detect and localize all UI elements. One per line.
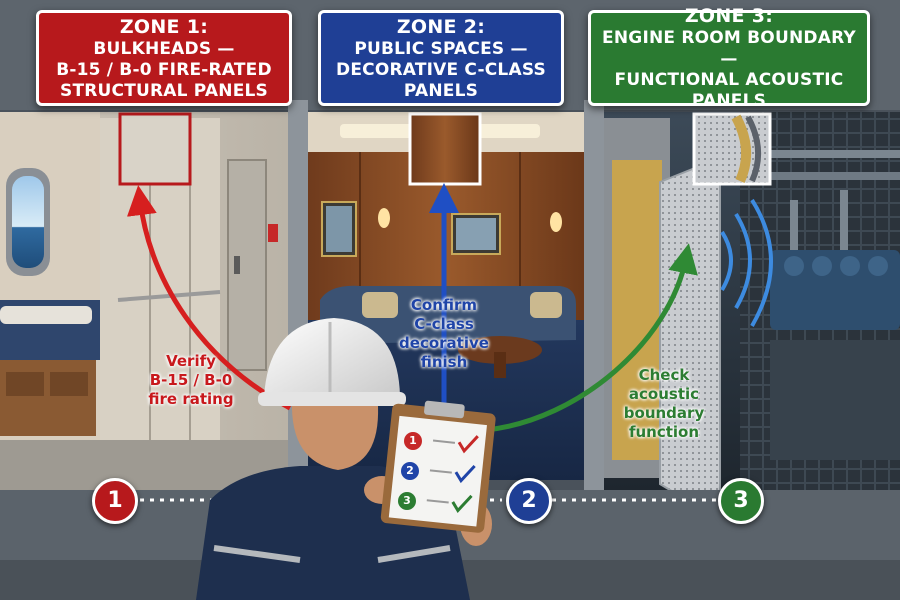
zone1-title: ZONE 1: <box>119 15 209 38</box>
clipboard <box>380 400 496 533</box>
zone2-title: ZONE 2: <box>396 15 486 38</box>
zone2-line2: DECORATIVE C-CLASS <box>336 59 546 80</box>
callout-confirm-decorative-finish: Confirm C-class decorative finish <box>388 296 500 372</box>
coffee-table <box>458 336 542 364</box>
zone3-line3: PANELS <box>691 91 767 111</box>
zone3-label: ZONE 3: ENGINE ROOM BOUNDARY — FUNCTIONA… <box>588 5 870 111</box>
acoustic-panel <box>659 156 721 522</box>
checklist-check-3 <box>451 494 473 513</box>
zone3-line2: FUNCTIONAL ACOUSTIC <box>614 70 844 90</box>
checklist-number-3: 3 <box>398 492 416 510</box>
zone2-swatch <box>408 112 482 186</box>
callout2-line3: decorative <box>399 334 489 352</box>
insulation-layer <box>612 160 662 460</box>
zone3-swatch <box>692 112 772 186</box>
cabin-door <box>227 159 267 371</box>
callout3-line4: function <box>628 423 700 441</box>
callout2-line2: C-class <box>414 315 474 333</box>
callout3-line3: boundary <box>623 404 705 422</box>
step-marker-1: 1 <box>92 478 138 524</box>
zone1-line1: BULKHEADS — <box>93 38 235 59</box>
zone1-line3: STRUCTURAL PANELS <box>60 80 268 101</box>
zone1-arrow <box>126 185 292 411</box>
engine-room-zone <box>592 112 900 522</box>
zone2-label: ZONE 2: PUBLIC SPACES — DECORATIVE C-CLA… <box>318 10 564 106</box>
callout3-line2: acoustic <box>628 385 700 403</box>
frame-divider-2 <box>584 100 604 500</box>
porthole-window <box>12 176 44 268</box>
zone1-swatch <box>118 112 192 186</box>
callout2-line4: finish <box>420 353 468 371</box>
checklist-number-2: 2 <box>401 462 419 480</box>
checklist-number-1: 1 <box>404 432 422 450</box>
sound-wave-2 <box>734 212 752 310</box>
wall-sconce-left <box>378 208 390 228</box>
checklist-check-2 <box>454 464 476 484</box>
hard-hat <box>264 318 400 398</box>
callout2-line1: Confirm <box>410 296 478 314</box>
step-marker-2: 2 <box>506 478 552 524</box>
callout1-line3: fire rating <box>148 390 234 408</box>
step-marker-3: 3 <box>718 478 764 524</box>
zone3-title: ZONE 3: <box>684 5 774 27</box>
zone2-line1: PUBLIC SPACES — <box>354 38 528 59</box>
callout1-line2: B-15 / B-0 <box>149 371 233 389</box>
callout1-line1: Verify <box>166 352 216 370</box>
zone3-line1: ENGINE ROOM BOUNDARY — <box>602 28 856 69</box>
zone1-line2: B-15 / B-0 FIRE-RATED <box>56 59 272 80</box>
sound-wave-1 <box>720 230 733 292</box>
zone3-arrow <box>485 243 698 433</box>
wall-sconce-right <box>550 212 562 232</box>
callout-check-acoustic-boundary: Check acoustic boundary function <box>610 366 718 442</box>
callout3-line1: Check <box>638 366 690 384</box>
zone1-label: ZONE 1: BULKHEADS — B-15 / B-0 FIRE-RATE… <box>36 10 292 106</box>
zone2-line3: PANELS <box>403 80 479 101</box>
callout-verify-fire-rating: Verify B-15 / B-0 fire rating <box>128 352 254 409</box>
checklist-check-1 <box>457 435 479 454</box>
sound-wave-3 <box>750 198 773 327</box>
